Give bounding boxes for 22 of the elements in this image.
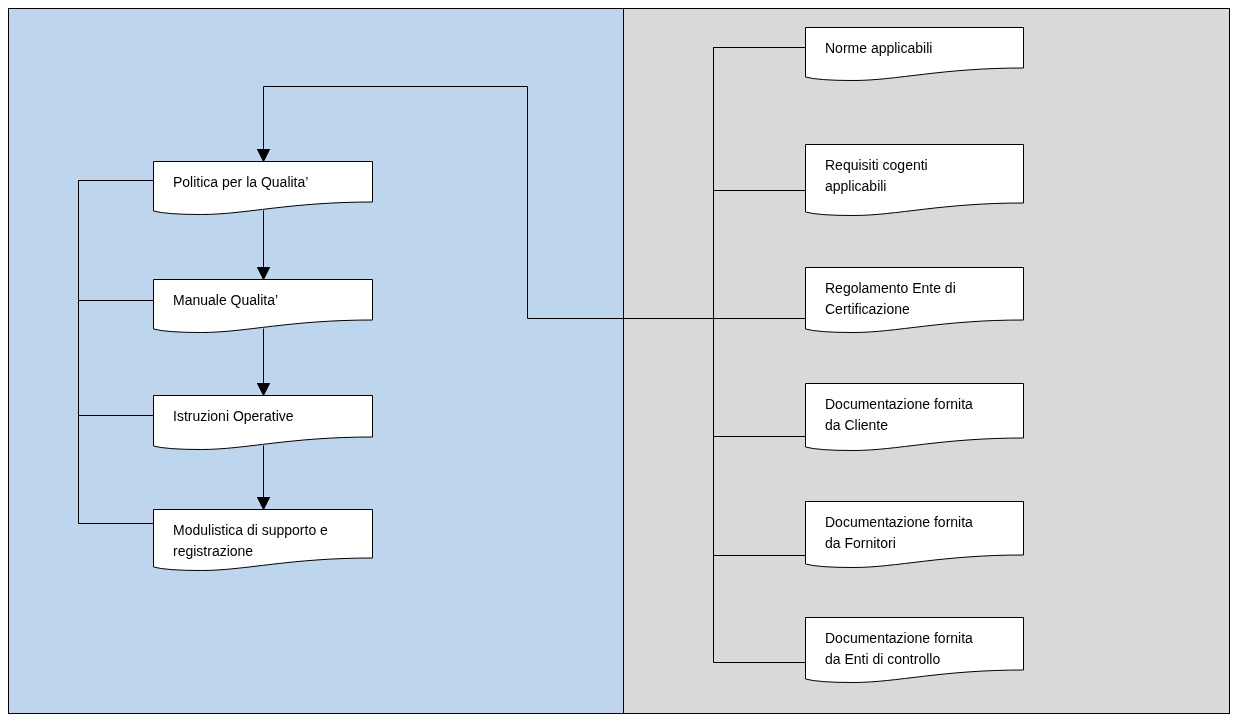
document-label: Modulistica di supporto e registrazione — [173, 521, 329, 561]
document-label: Regolamento Ente di Certificazione — [825, 279, 957, 319]
document-shape — [153, 509, 373, 571]
document-shape — [805, 617, 1024, 683]
document-label: Documentazione fornita da Fornitori — [825, 513, 974, 553]
document-shape — [153, 395, 373, 450]
document-label: Requisiti cogenti applicabili — [825, 156, 929, 196]
document-label: Istruzioni Operative — [173, 407, 295, 426]
document-label: Norme applicabili — [825, 39, 934, 58]
arrow — [256, 328, 271, 397]
connector-line — [713, 47, 806, 663]
document-label: Politica per la Qualita’ — [173, 173, 310, 192]
document-label: Documentazione fornita da Cliente — [825, 395, 974, 435]
document-shape — [805, 501, 1024, 568]
document-shape — [805, 144, 1024, 216]
arrow — [256, 210, 271, 281]
arrow — [256, 445, 271, 511]
connector-line — [78, 180, 154, 524]
document-shape — [805, 383, 1024, 451]
document-shape — [805, 267, 1024, 333]
document-label: Manuale Qualita’ — [173, 291, 280, 310]
document-label: Documentazione fornita da Enti di controllo — [825, 629, 974, 669]
